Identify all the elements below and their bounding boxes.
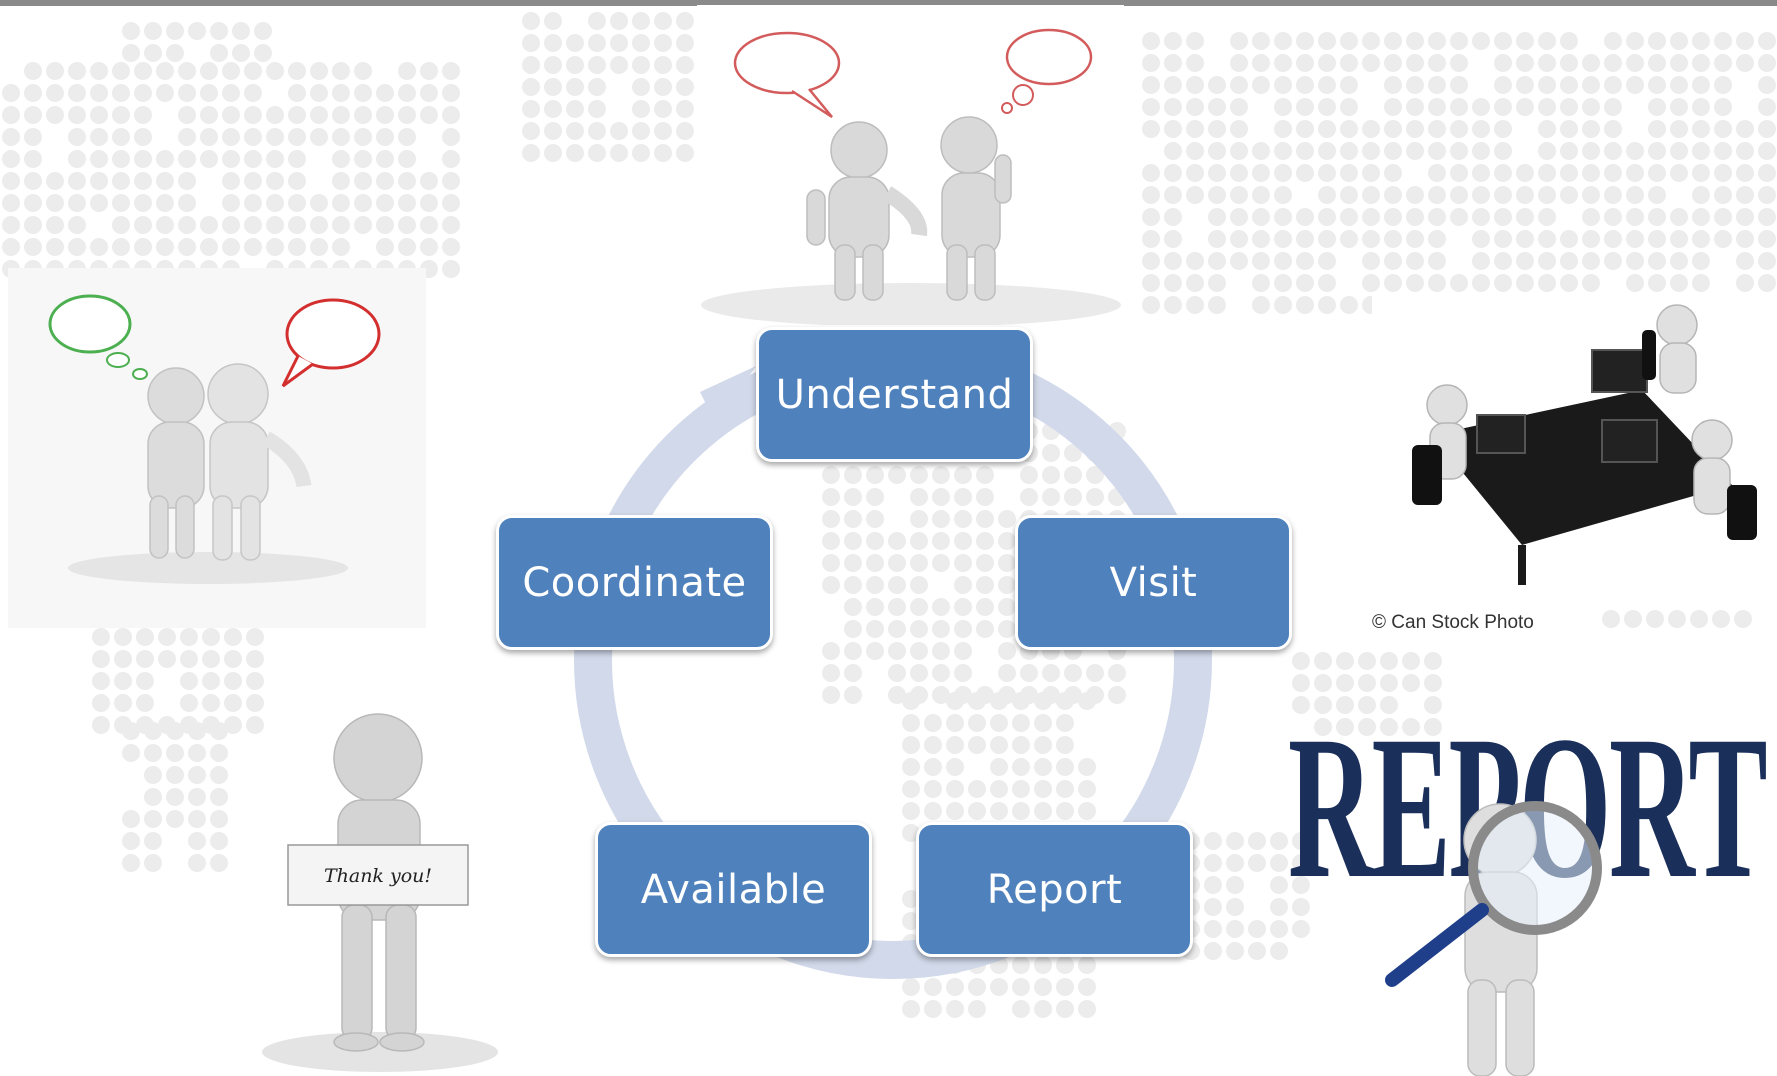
cycle-step-understand: Understand [756, 327, 1033, 462]
monitor-icon-3 [1476, 414, 1526, 454]
whispering-figures-image [8, 268, 426, 628]
cycle-step-available: Available [595, 822, 872, 957]
desk-icon [1432, 390, 1732, 545]
cycle-step-coordinate: Coordinate [496, 515, 773, 650]
figure-whisperer-icon [147, 367, 205, 559]
figure-thinking-icon [940, 116, 1012, 301]
cycle-step-visit: Visit [1015, 515, 1292, 650]
monitor-icon-2 [1601, 419, 1658, 463]
magnifier-handle-icon [1385, 903, 1489, 987]
speech-bubble-icon [733, 31, 841, 95]
top-border [0, 0, 1777, 6]
stock-photo-credit: © Can Stock Photo [1372, 612, 1534, 633]
figure-speaker-icon [806, 121, 928, 301]
thank-you-figure-image: Thank you! [258, 710, 503, 1076]
cycle-step-report: Report [916, 822, 1193, 957]
magnifier-figure-image [1385, 801, 1602, 1076]
thank-you-text: Thank you! [324, 865, 432, 887]
office-chairs-icon [1412, 330, 1757, 540]
red-speech-bubble-icon [285, 298, 381, 370]
green-thought-bubble-icon [48, 294, 132, 354]
magnifying-glass-icon [1468, 801, 1602, 935]
operator-figures-icon [1426, 304, 1733, 515]
talking-figures-image [697, 5, 1124, 325]
cycle-arrow-head [700, 366, 756, 424]
thought-bubble-icon [1005, 28, 1093, 86]
monitor-icon [1591, 349, 1648, 393]
call-center-image [1372, 295, 1777, 610]
thank-you-sign-icon [287, 844, 469, 906]
figure-listener-icon [207, 363, 312, 561]
